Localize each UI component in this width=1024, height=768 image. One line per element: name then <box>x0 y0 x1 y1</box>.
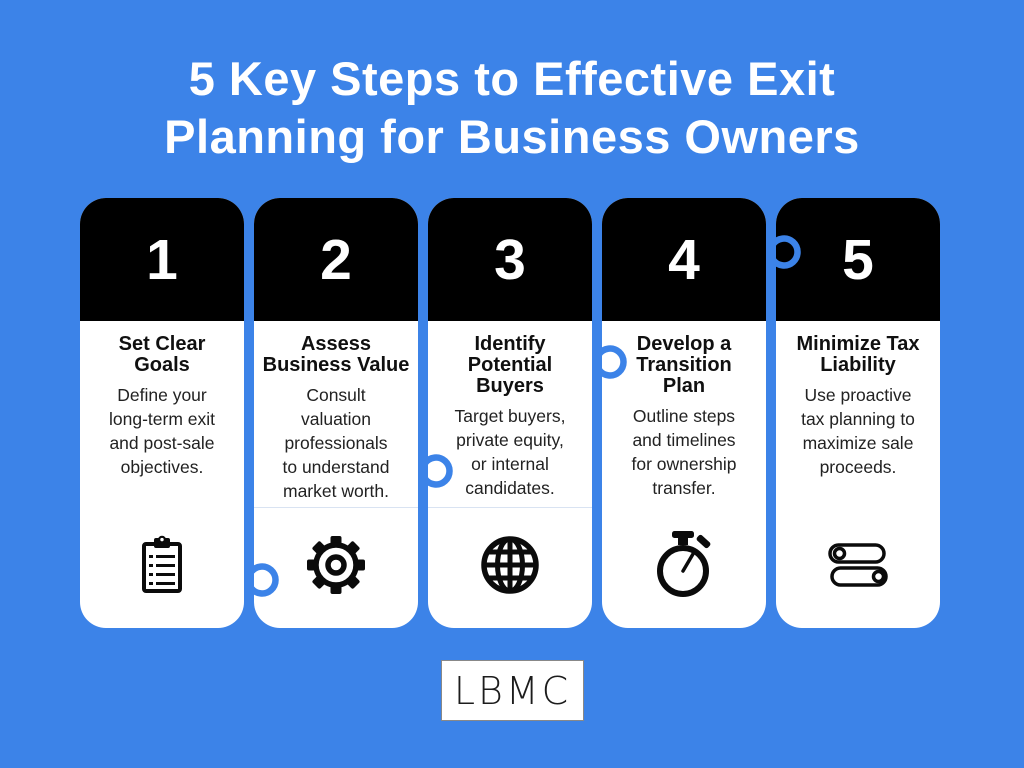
step-5-number-badge: 5 <box>776 198 940 321</box>
step-4-number-badge: 4 <box>602 198 766 321</box>
step-5-description: Use proactive tax planning to maximize s… <box>801 385 915 477</box>
step-2-heading: Assess Business Value <box>262 333 410 376</box>
toggle-switches-icon <box>776 530 940 600</box>
step-3-number: 3 <box>494 227 526 292</box>
step-3-description: Target buyers, private equity, or intern… <box>454 406 566 498</box>
puzzle-connector-2-3 <box>418 433 453 509</box>
step-card-5: 5 Minimize Tax Liability Use proactive t… <box>776 198 940 628</box>
clipboard-checklist-icon <box>80 530 244 600</box>
step-2-number-badge: 2 <box>254 198 418 321</box>
step-1-heading: Set Clear Goals <box>118 333 206 376</box>
card-divider <box>428 507 592 508</box>
step-card-4: 4 Develop a Transition Plan Outline step… <box>602 198 766 628</box>
step-2-description: Consult valuation professionals to under… <box>282 385 390 501</box>
stopwatch-icon <box>602 530 766 600</box>
step-3-number-badge: 3 <box>428 198 592 321</box>
puzzle-connector-4-5 <box>766 214 801 290</box>
step-3-heading: Identify Potential Buyers <box>467 333 553 397</box>
page-title-line1: 5 Key Steps to Effective Exit <box>188 52 836 105</box>
puzzle-connector-3-4 <box>592 324 627 400</box>
puzzle-connector-1-2 <box>244 542 279 618</box>
step-4-number: 4 <box>668 227 700 292</box>
gear-icon <box>254 530 418 600</box>
step-5-number: 5 <box>842 227 874 292</box>
step-1-description: Define your long-term exit and post-sale… <box>108 385 215 477</box>
step-card-1: 1 Set Clear Goals Define your long-term … <box>80 198 244 628</box>
lbmc-logo-text: LBMC <box>453 668 572 713</box>
page-title: 5 Key Steps to Effective Exit Planning f… <box>0 50 1024 166</box>
step-card-3: 3 Identify Potential Buyers Target buyer… <box>428 198 592 628</box>
card-divider <box>254 507 418 508</box>
step-2-number: 2 <box>320 227 352 292</box>
step-card-2: 2 Assess Business Value Consult valuatio… <box>254 198 418 628</box>
step-4-description: Outline steps and timelines for ownershi… <box>631 406 737 498</box>
step-1-number-badge: 1 <box>80 198 244 321</box>
globe-icon <box>428 530 592 600</box>
step-1-number: 1 <box>146 227 178 292</box>
step-5-heading: Minimize Tax Liability <box>796 333 920 376</box>
lbmc-logo: LBMC <box>441 660 584 721</box>
page-title-line2: Planning for Business Owners <box>164 110 860 163</box>
step-4-heading: Develop a Transition Plan <box>636 333 732 397</box>
